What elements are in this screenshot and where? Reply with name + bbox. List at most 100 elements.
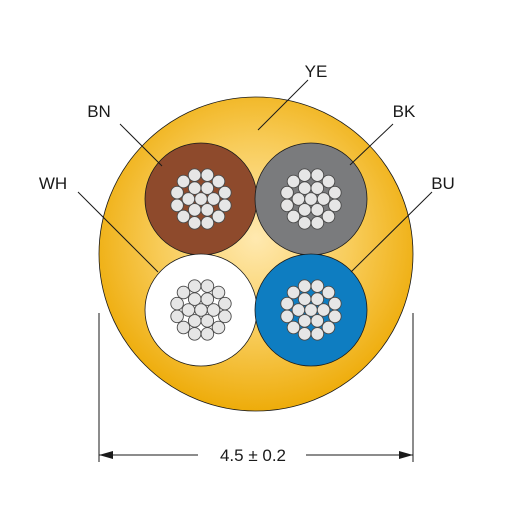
label-conductor-bn: BN — [87, 102, 111, 121]
dimension-label: 4.5 ± 0.2 — [220, 446, 286, 465]
strand-wire — [194, 192, 208, 206]
conductor-strands — [280, 279, 342, 341]
strand-wire — [170, 198, 184, 213]
strand-wire — [187, 314, 202, 328]
leader-line-ye — [257, 79, 309, 131]
strand-wire — [286, 174, 301, 189]
strand-wire — [286, 285, 301, 300]
conductor-blue — [254, 253, 368, 367]
strand-wire — [218, 198, 232, 213]
strand-wire — [181, 303, 196, 317]
strand-wire — [310, 168, 325, 182]
conductor-brown — [144, 142, 258, 256]
strand-wire — [194, 303, 208, 317]
strand-wire — [291, 192, 306, 206]
strand-wire — [280, 296, 294, 311]
strand-wire — [200, 168, 215, 182]
label-conductor-bk: BK — [393, 102, 416, 121]
label-conductor-bu: BU — [431, 174, 455, 193]
leader-line-bn — [119, 123, 163, 167]
strand-wire — [310, 216, 325, 230]
strand-wire — [310, 181, 325, 195]
strand-wire — [187, 327, 202, 341]
strand-wire — [187, 279, 202, 293]
strand-wire — [187, 292, 202, 306]
conductor-strands — [170, 168, 232, 230]
strand-wire — [297, 279, 312, 293]
strand-wire — [310, 279, 325, 293]
strand-wire — [321, 209, 336, 224]
strand-wire — [176, 174, 191, 189]
conductor-strands — [280, 168, 342, 230]
strand-wire — [328, 309, 342, 324]
strand-wire — [310, 203, 325, 217]
strand-wire — [170, 185, 184, 200]
strand-wire — [170, 309, 184, 324]
strand-wire — [316, 303, 331, 317]
label-jacket-ye: YE — [305, 62, 328, 81]
strand-wire — [297, 203, 312, 217]
strand-wire — [200, 314, 215, 328]
strand-wire — [187, 216, 202, 230]
strand-wire — [321, 174, 336, 189]
strand-wire — [187, 203, 202, 217]
strand-wire — [297, 314, 312, 328]
strand-wire — [181, 192, 196, 206]
strand-wire — [176, 320, 191, 335]
strand-wire — [200, 292, 215, 306]
strand-wire — [211, 285, 226, 300]
strand-wire — [291, 303, 306, 317]
label-conductor-wh: WH — [39, 174, 67, 193]
conductor-strands — [170, 279, 232, 341]
leader-line-bu — [350, 191, 433, 273]
dimension-arrow-left — [99, 451, 113, 459]
strand-wire — [310, 327, 325, 341]
strand-wire — [170, 296, 184, 311]
strand-wire — [200, 216, 215, 230]
strand-wire — [218, 309, 232, 324]
leader-line-wh — [77, 191, 159, 273]
strand-wire — [187, 181, 202, 195]
strand-wire — [280, 309, 294, 324]
strand-wire — [200, 327, 215, 341]
strand-wire — [211, 174, 226, 189]
strand-wire — [286, 209, 301, 224]
strand-wire — [211, 320, 226, 335]
strand-wire — [328, 198, 342, 213]
strand-wire — [321, 285, 336, 300]
conductor-white — [144, 253, 258, 367]
strand-wire — [304, 303, 318, 317]
strand-wire — [321, 320, 336, 335]
strand-wire — [206, 192, 221, 206]
strand-wire — [187, 168, 202, 182]
strand-wire — [316, 192, 331, 206]
strand-wire — [200, 279, 215, 293]
strand-wire — [218, 296, 232, 311]
dimension-arrow-right — [399, 451, 413, 459]
leader-line-bk — [349, 123, 394, 166]
strand-wire — [280, 198, 294, 213]
conductor-black — [254, 142, 368, 256]
strand-wire — [218, 185, 232, 200]
strand-wire — [310, 292, 325, 306]
strand-wire — [176, 285, 191, 300]
strand-wire — [297, 292, 312, 306]
strand-wire — [211, 209, 226, 224]
strand-wire — [297, 216, 312, 230]
strand-wire — [280, 185, 294, 200]
strand-wire — [200, 181, 215, 195]
strand-wire — [206, 303, 221, 317]
strand-wire — [286, 320, 301, 335]
strand-wire — [200, 203, 215, 217]
strand-wire — [297, 168, 312, 182]
strand-wire — [297, 327, 312, 341]
strand-wire — [328, 185, 342, 200]
strand-wire — [297, 181, 312, 195]
cable-jacket — [98, 96, 414, 412]
strand-wire — [304, 192, 318, 206]
strand-wire — [310, 314, 325, 328]
strand-wire — [176, 209, 191, 224]
strand-wire — [328, 296, 342, 311]
